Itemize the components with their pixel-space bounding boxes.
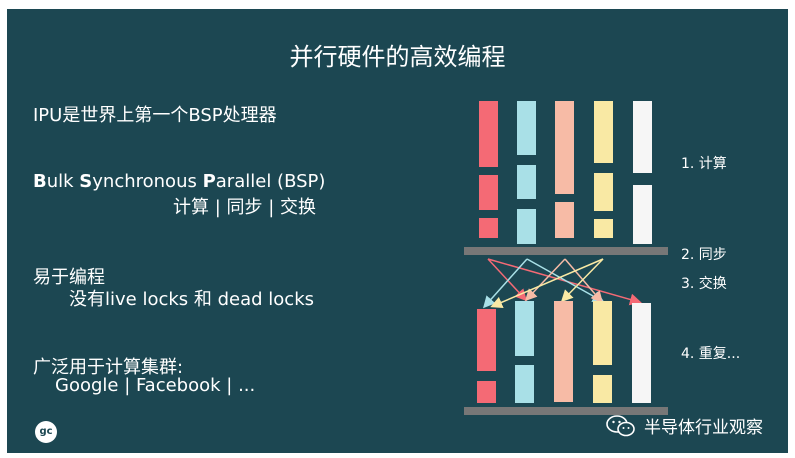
top-block-col2-c [517,209,536,244]
top-block-col4-c [594,219,613,238]
bsp-word-arallel: arallel (BSP) [215,171,326,192]
bsp-letter-s: S [79,171,93,192]
top-block-col4-b [594,173,613,211]
bottom-block-col4-b [593,375,612,403]
bottom-block-col3 [554,301,573,402]
bsp-definition: Bulk Synchronous Parallel (BSP) [33,171,325,192]
bottom-block-col1-a [477,309,496,371]
exchange-arrow-4 [526,258,605,303]
bsp-diagram [464,101,668,415]
phase-sync-label: 2. 同步 [681,247,727,263]
top-block-col2-b [517,165,536,199]
bottom-block-col4-a [593,301,612,365]
slide-title: 并行硬件的高效编程 [289,43,506,71]
top-block-col3-a [555,101,574,194]
bottom-block-col1-b [477,381,496,403]
watermark: 半导体行业观察 [606,413,763,438]
bsp-letter-p: P [202,171,216,192]
exchange-arrow-8 [490,258,604,308]
exchange-arrow-2 [487,258,642,306]
slide: 并行硬件的高效编程 IPU是世界上第一个BSP处理器 Bulk Synchron… [7,9,788,453]
top-block-col5-a [633,101,652,173]
bsp-phases-list: 计算 | 同步 | 交换 [173,197,317,218]
cluster-examples: Google | Facebook | ... [55,375,256,396]
top-block-col5-b [633,185,652,244]
sync-bar-top [464,247,668,255]
phase-compute-label: 1. 计算 [681,156,727,172]
ipu-statement: IPU是世界上第一个BSP处理器 [33,105,277,126]
top-block-col1-a [479,101,498,167]
phase-exchange-label: 3. 交换 [681,276,727,292]
bottom-block-col5 [632,303,651,403]
top-block-col4-a [594,101,613,163]
exchange-arrow-7 [560,258,604,303]
sync-bar-bottom [464,407,668,415]
bsp-word-ynchronous: ynchronous [92,171,203,192]
graphcore-logo: gc [35,421,57,443]
top-block-col3-b [555,202,574,238]
easy-programming: 易于编程 [33,267,105,288]
exchange-arrow-3 [483,258,528,309]
no-locks: 没有live locks 和 dead locks [69,289,314,310]
bottom-block-col2-a [515,301,534,356]
watermark-text: 半导体行业观察 [644,418,763,438]
exchange-arrow-5 [524,258,566,302]
phase-repeat-label: 4. 重复... [681,346,741,362]
exchange-arrow-1 [487,258,528,302]
bsp-word-ulk: ulk [46,171,80,192]
top-block-col2-a [517,101,536,155]
bsp-letter-b: B [33,171,47,192]
top-block-col1-b [479,175,498,210]
cluster-usage: 广泛用于计算集群: [33,357,184,378]
top-block-col1-c [479,218,498,238]
wechat-icon [606,414,635,436]
bottom-block-col2-b [515,365,534,403]
